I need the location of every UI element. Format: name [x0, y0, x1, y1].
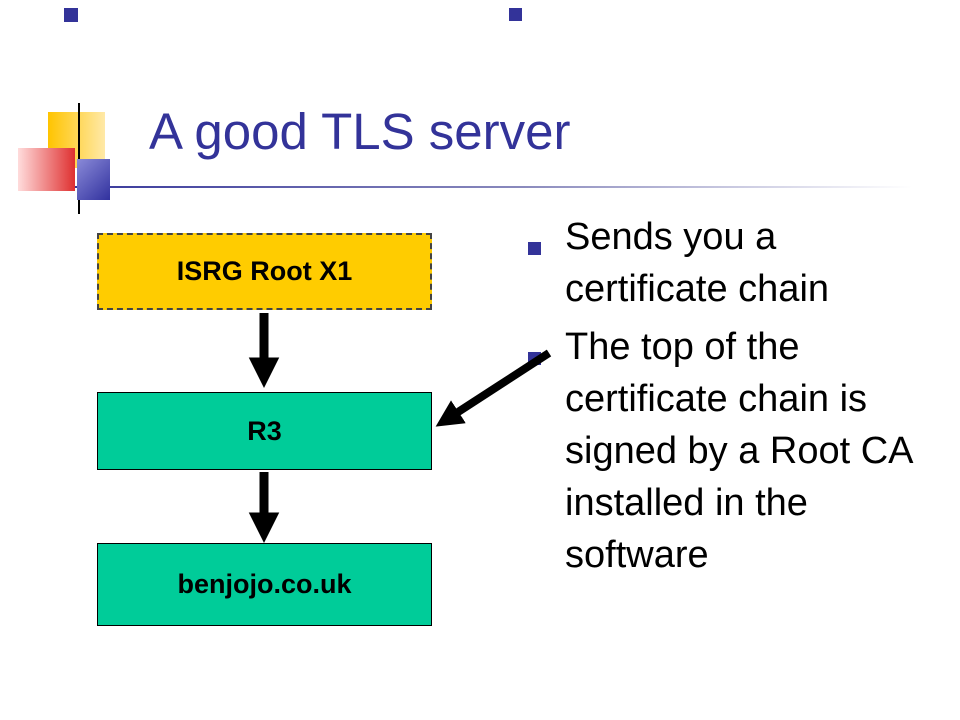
- diagram-node-isrg-root-x1: ISRG Root X1: [97, 233, 432, 310]
- bullet-square-icon: [528, 242, 541, 255]
- deco-square-top-center: [509, 8, 522, 21]
- bullet-line: The top of the: [565, 326, 800, 368]
- deco-square-top-left: [64, 8, 78, 22]
- deco-red-square: [18, 148, 75, 191]
- diagram-node-benjojo-co-uk: benjojo.co.uk: [97, 543, 432, 626]
- slide-title: A good TLS server: [149, 103, 571, 160]
- bullet-line: installed in the: [565, 482, 808, 524]
- bullet-line: software: [565, 534, 709, 576]
- deco-blue-square: [77, 159, 110, 200]
- bullet-line: certificate chain: [565, 268, 830, 310]
- deco-vertical-line: [78, 103, 80, 214]
- bullet-line: Sends you a: [565, 216, 777, 258]
- bullet-list: Sends you a certificate chain The top of…: [528, 211, 958, 581]
- bullet-item-2: The top of the certificate chain is sign…: [528, 321, 958, 581]
- title-underline: [48, 186, 912, 188]
- bullet-square-icon: [528, 352, 541, 365]
- diagram-node-r3: R3: [97, 392, 432, 470]
- bullet-line: certificate chain is: [565, 378, 868, 420]
- bullet-text-2: The top of the certificate chain is sign…: [565, 321, 914, 581]
- bullet-line: signed by a Root CA: [565, 430, 914, 472]
- bullet-item-1: Sends you a certificate chain: [528, 211, 958, 315]
- bullet-text-1: Sends you a certificate chain: [565, 211, 829, 315]
